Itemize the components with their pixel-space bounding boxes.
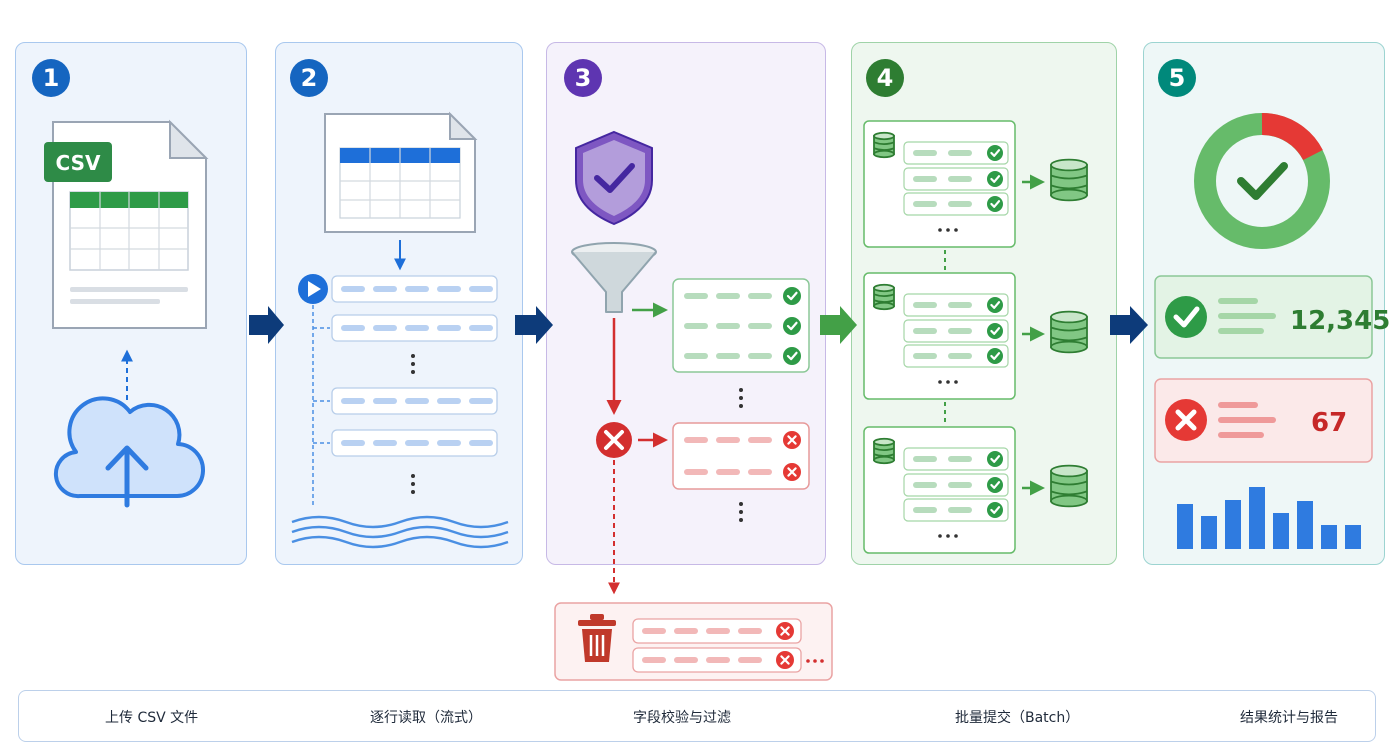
bar-chart-icon [1177,487,1361,549]
flow-arrow-1-2 [249,306,284,344]
success-count: 12,345 [1290,306,1391,336]
success-check-icon [1165,296,1207,338]
stream-rows [331,275,498,457]
discard-rows [632,618,802,673]
flow-arrow-2-3 [515,306,553,344]
cloud-upload-icon [53,396,205,508]
csv-badge [44,142,112,182]
legend-label-validate: 字段校验与过滤 [633,710,731,726]
legend-label-upload: 上传 CSV 文件 [105,710,199,726]
invalid-rows [684,431,801,481]
csv-badge-label: CSV [56,151,101,175]
step-badge-2: 2 [290,59,328,97]
step-badge-3: 3 [564,59,602,97]
legend-label-report: 结果统计与报告 [1240,710,1338,726]
trash-icon [578,614,616,662]
step-badge-1: 1 [32,59,70,97]
step-badge-4: 4 [866,59,904,97]
valid-rows [684,287,801,365]
spreadsheet-icon [324,111,478,233]
legend-bar [18,690,1376,742]
legend-label-batch: 批量提交（Batch） [955,710,1080,726]
failure-count: 67 [1311,408,1348,438]
flow-arrow-3-4 [820,306,857,344]
stream-waves-icon [291,515,509,549]
ellipsis-icon [411,354,415,494]
legend-label-stream-read: 逐行读取（流式） [370,710,482,726]
funnel-icon [571,242,657,313]
donut-chart-icon [1194,112,1330,249]
flow-arrow-4-5 [1110,306,1148,344]
batch-groups [863,120,1088,554]
step-badge-5: 5 [1158,59,1196,97]
